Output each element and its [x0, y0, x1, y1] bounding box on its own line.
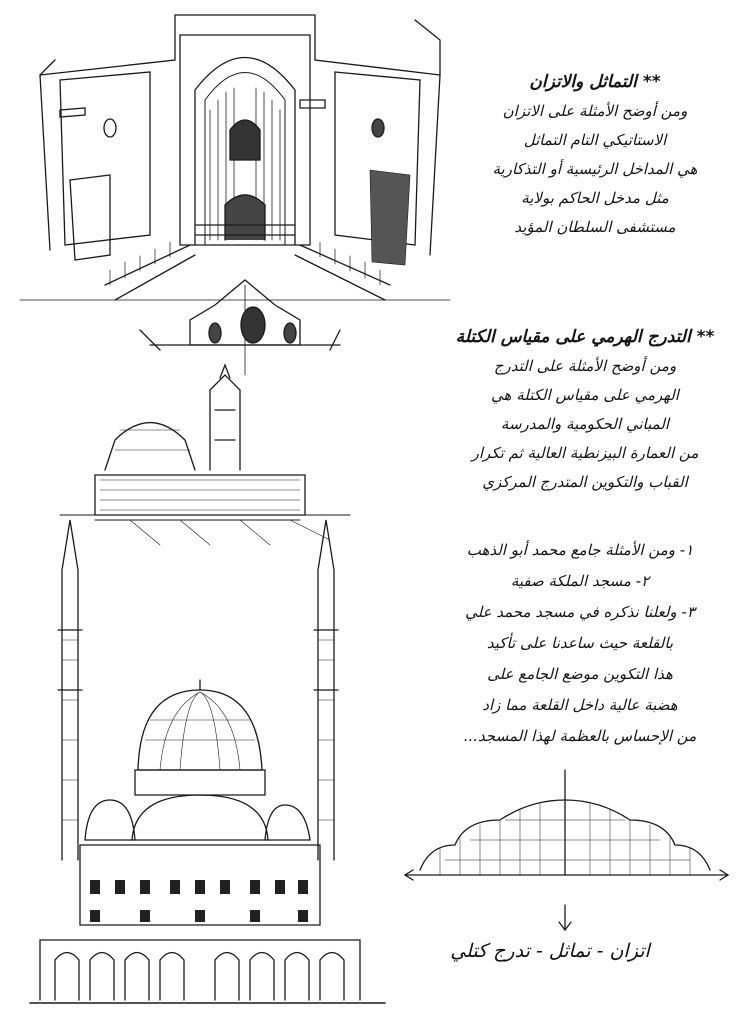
small-elevation-sketch [139, 279, 341, 376]
note-line: بالقلعة حيث ساعدنا على تأكيد [486, 634, 674, 652]
diagram-caption: اتزان - تماثل - تدرج كتلي [450, 940, 650, 962]
note-line: ٣- ولعلنا نذكره في مسجد محمد علي [465, 603, 695, 621]
note-line: الهرمي على مقياس الكتلة هي [491, 386, 679, 404]
note-line: هذا التكوين موضع الجامع على [487, 665, 673, 683]
note-line: من الإحساس بالعظمة لهذا المسجد... [463, 727, 697, 745]
note-line: مثل مدخل الحاكم بولاية [521, 189, 669, 207]
note-line: من العمارة البيزنطية العالية ثم تكرار [471, 444, 699, 462]
single-minaret-mosque-sketch [59, 363, 351, 546]
muhammad-ali-mosque-sketch [29, 519, 386, 1004]
note-line: مستشفى السلطان المؤيد [514, 218, 676, 236]
note-line: ٢- مسجد الملكة صفية [510, 572, 650, 590]
hierarchy-notes: ** التدرج الهرمي على مقياس الكتلة ومن أو… [425, 323, 745, 497]
note-line: المباني الحكومية والمدرسة [500, 415, 670, 433]
note-line: ومن أوضح الأمثلة على التدرج [493, 357, 677, 375]
note-line: القباب والتكوين المتدرج المركزي [482, 473, 688, 491]
note-line: هضبة عالية داخل القلعة مما زاد [482, 696, 678, 714]
note-line: ومن أوضح الأمثلة على الاتزان [502, 102, 688, 120]
dome-massing-diagram [403, 769, 730, 932]
symmetry-title: ** التماثل والاتزان [529, 72, 661, 92]
note-line: ١- ومن الأمثلة جامع محمد أبو الذهب [466, 541, 694, 559]
note-line: هي المداخل الرئيسية أو التذكارية [492, 160, 698, 178]
examples-notes: ١- ومن الأمثلة جامع محمد أبو الذهب ٢- مس… [415, 535, 745, 752]
note-line: الاستاتيكي التام التماثل [523, 131, 667, 149]
symmetry-balance-notes: ** التماثل والاتزان ومن أوضح الأمثلة على… [455, 68, 735, 242]
hierarchy-title: ** التدرج الهرمي على مقياس الكتلة [455, 327, 715, 347]
entrance-facade-sketch [19, 14, 451, 301]
